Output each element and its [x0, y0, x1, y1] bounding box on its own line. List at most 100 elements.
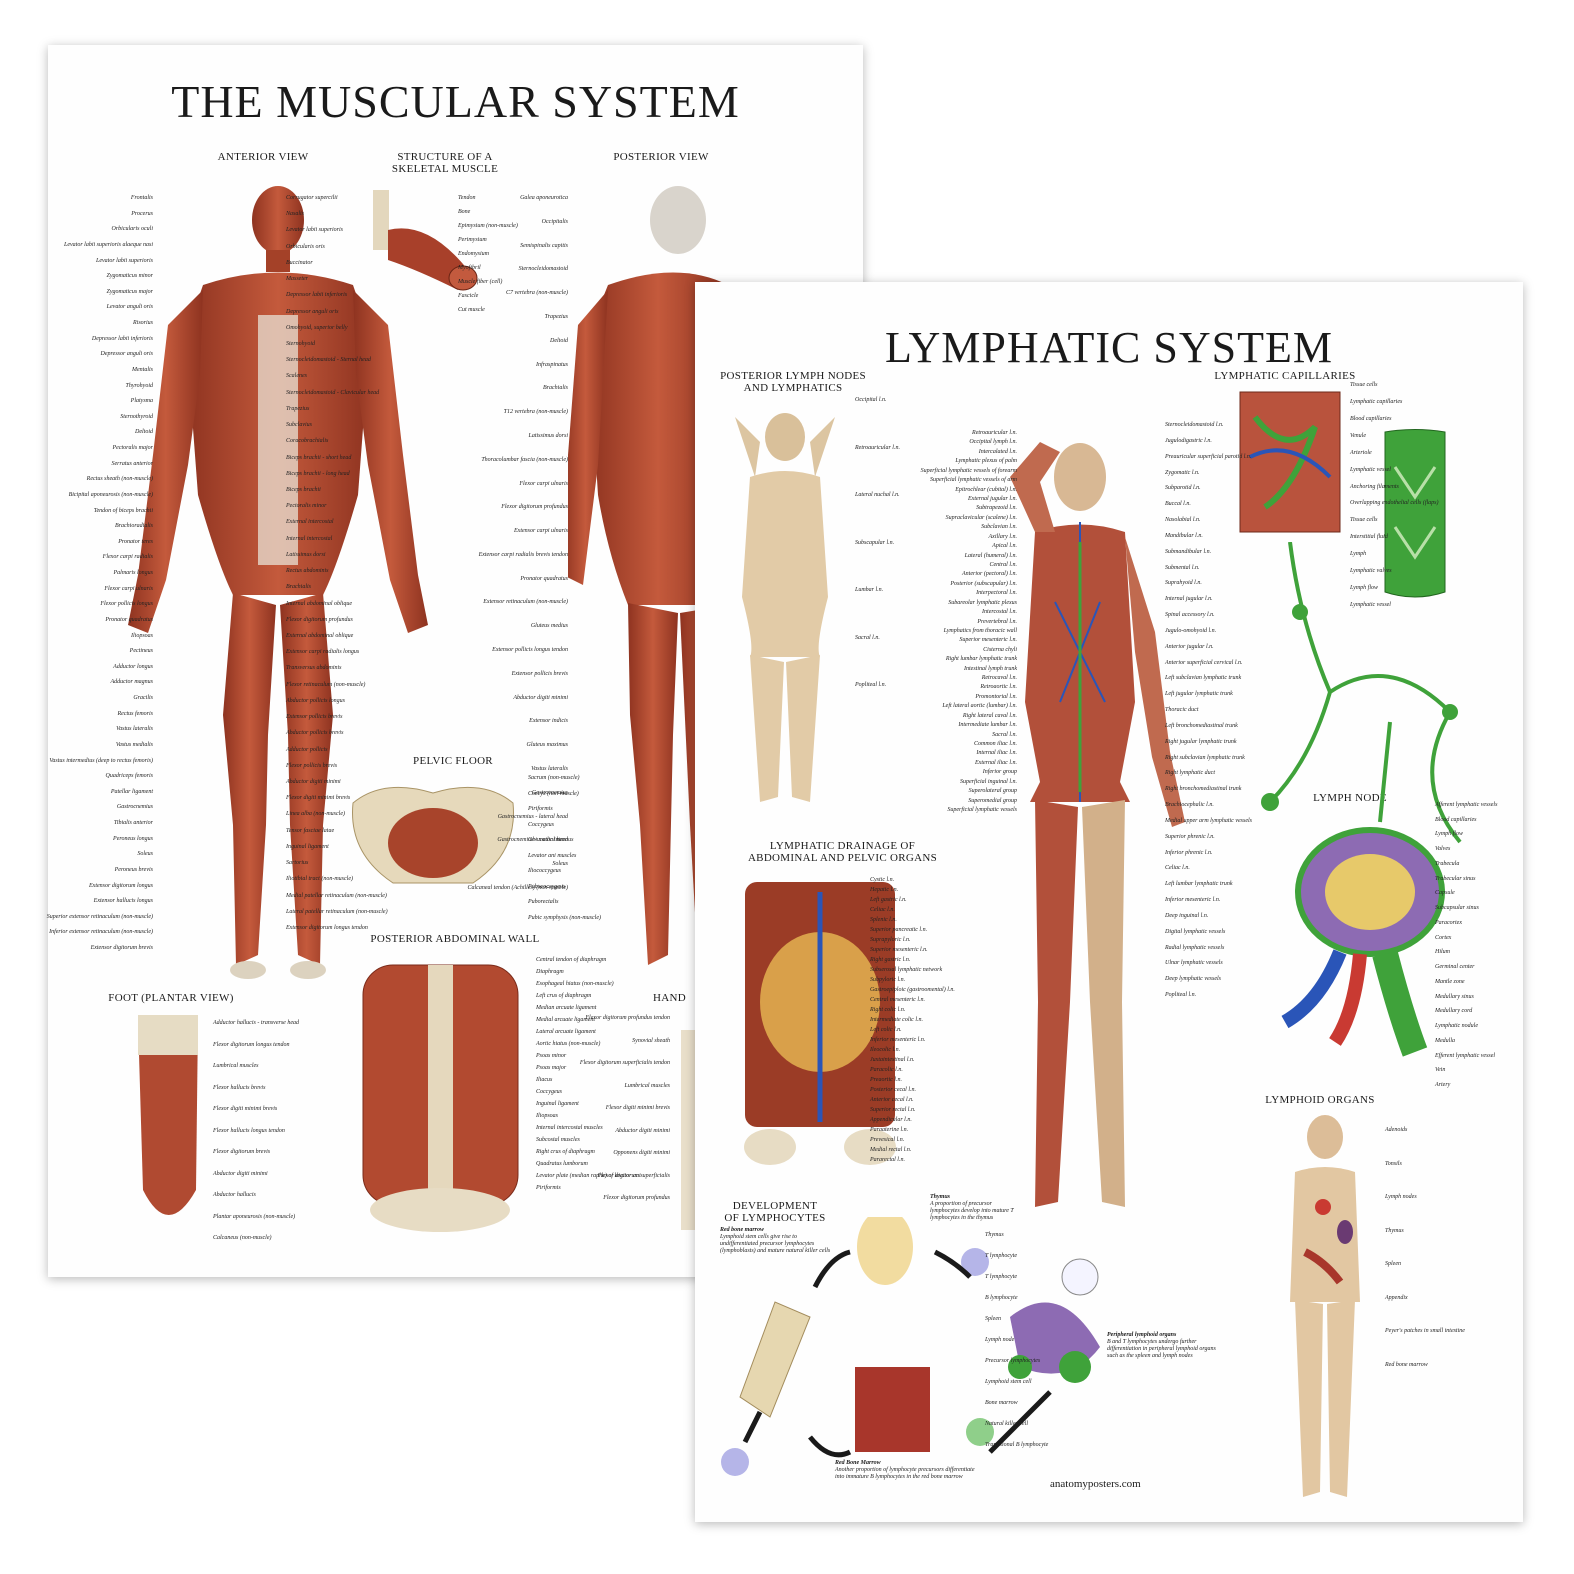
label: Right colic l.n.: [870, 1007, 906, 1013]
label: Lymphatics from thoracic wall: [943, 628, 1017, 634]
label: Blood capillaries: [1350, 416, 1392, 422]
label: Inguinal ligament: [536, 1101, 579, 1107]
label: Submental l.n.: [1165, 565, 1200, 571]
label: Pararectal l.n.: [870, 1157, 905, 1163]
label: Patellar ligament: [110, 789, 153, 795]
anterior-view-heading: ANTERIOR VIEW: [217, 151, 309, 163]
hand-heading: HAND: [653, 992, 686, 1004]
label: Psoas major: [536, 1065, 567, 1071]
label: Flexor pollicis longus: [100, 601, 153, 607]
label: Blood capillaries: [1435, 817, 1477, 823]
label: Palmaris longus: [113, 570, 153, 576]
label: Cystic l.n.: [870, 877, 895, 883]
label: Subcapsular sinus: [1435, 905, 1479, 911]
label: Left jugular lymphatic trunk: [1165, 691, 1233, 697]
label: Thoracolumbar fascia (non-muscle): [481, 457, 568, 463]
label: Depressor labii inferioris: [91, 336, 153, 342]
label: Medulla: [1435, 1038, 1455, 1044]
label: Omohyoid, superior belly: [286, 325, 348, 331]
label: Scalenes: [286, 373, 307, 379]
label: Medullary cord: [1435, 1008, 1473, 1014]
development-heading-line1: DEVELOPMENT: [732, 1200, 818, 1212]
label: Occipital l.n.: [855, 397, 887, 403]
label: Extensor carpi radialis longus: [286, 649, 360, 655]
posterior-muscle-figure: [568, 186, 728, 965]
peripheral-text: B and T lymphocytes undergo further diff…: [1107, 1339, 1216, 1359]
label: Flexor hallucis brevis: [213, 1085, 266, 1091]
label: Nasalis: [286, 211, 305, 217]
label: Lymph nodes: [1385, 1194, 1417, 1200]
label: Spleen: [985, 1316, 1001, 1322]
label: Medial rectal l.n.: [870, 1147, 912, 1153]
label: Trabecula: [1435, 861, 1460, 867]
label: Depressor labii inferioris: [286, 292, 348, 298]
label: Prevertebral l.n.: [977, 619, 1017, 625]
label: Deep lymphatic vessels: [1165, 976, 1221, 982]
label: Popliteal l.n.: [1165, 992, 1197, 998]
label: Intestinal lymph trunk: [964, 666, 1017, 672]
label: Adenoids: [1385, 1127, 1408, 1133]
label: Epitrochlear (cubital) l.n.: [955, 487, 1017, 493]
label: Anterior (pectoral) l.n.: [962, 571, 1017, 577]
label: Extensor digitorum longus tendon: [286, 925, 368, 931]
label: Trapezius: [286, 406, 310, 412]
label: Latissimus dorsi: [286, 552, 326, 558]
label: Transitional B lymphocyte: [985, 1442, 1049, 1448]
lymphatic-title: LYMPHATIC SYSTEM: [885, 323, 1333, 372]
label: Pronator quadratus: [105, 617, 153, 623]
label: Lumbar l.n.: [855, 587, 884, 593]
red-marrow-title: Red bone marrow: [720, 1227, 765, 1233]
label: Abductor digiti minimi: [286, 779, 341, 785]
label: Rectus sheath (non-muscle): [86, 476, 153, 482]
lymph-node-figure: [1261, 542, 1462, 1057]
label: Adductor magnus: [110, 679, 154, 685]
label: C7 vertebra (non-muscle): [506, 290, 568, 296]
label: Lumbrical muscles: [213, 1063, 259, 1069]
label: Lumbrical muscles: [624, 1083, 671, 1089]
label: Epimysium (non-muscle): [458, 223, 518, 229]
label: Serratus anterior: [111, 461, 153, 467]
label: Right lumbar lymphatic trunk: [945, 656, 1017, 662]
foot-figure: [138, 1015, 198, 1215]
label: Flexor digitorum longus tendon: [213, 1042, 290, 1048]
label: Lateral patellar retinaculum (non-muscle…: [286, 909, 388, 915]
label: Biceps brachii - short head: [286, 455, 352, 461]
label: T lymphocyte: [985, 1253, 1018, 1259]
label: Flexor digitorum profundus: [501, 504, 568, 510]
label: Supraclavicular (scalene) l.n.: [945, 515, 1017, 521]
label: Left bronchomediastinal trunk: [1165, 723, 1238, 729]
label: Splenic l.n.: [870, 917, 897, 923]
structure-heading-line1: STRUCTURE OF A: [397, 151, 493, 163]
peripheral-title: Peripheral lymphoid organs: [1107, 1332, 1177, 1338]
label: Lymphoid stem cell: [985, 1379, 1032, 1385]
label: Jugulo-omohyoid l.n.: [1165, 628, 1217, 634]
label: Pectineus: [129, 648, 153, 654]
label: Thoracic duct: [1165, 707, 1199, 713]
label: Intermediate lumbar l.n.: [958, 722, 1017, 728]
label: Submandibular l.n.: [1165, 549, 1212, 555]
label: Tissue cells: [1350, 517, 1378, 523]
label: Linea alba (non-muscle): [286, 811, 345, 817]
label: Adductor hallucis - transverse head: [213, 1020, 299, 1026]
label: Iliococcygeus: [528, 868, 561, 874]
label: Celiac l.n.: [870, 907, 895, 913]
lymph-node-heading: LYMPH NODE: [1313, 792, 1387, 804]
label: Left crus of diaphragm: [536, 993, 592, 999]
label: B lymphocyte: [985, 1295, 1018, 1301]
label: Intercalated l.n.: [978, 449, 1017, 455]
label: Capsule: [1435, 890, 1455, 896]
label: Lymphatic plexus of palm: [955, 458, 1017, 464]
label: Internal abdominal oblique: [286, 601, 352, 607]
label: Internal intercostal muscles: [536, 1125, 603, 1131]
label: Abductor pollicis brevis: [286, 730, 344, 736]
label: Flexor digiti minimi brevis: [213, 1106, 278, 1112]
label: Soleus: [137, 851, 153, 857]
label: Paracortex: [1435, 920, 1462, 926]
label: Bone: [458, 209, 471, 215]
label: Overlapping endothelial cells (flaps): [1350, 500, 1439, 506]
label: Subtrapezoid l.n.: [976, 505, 1017, 511]
label: Flexor carpi radialis: [102, 554, 153, 560]
label: Procerus: [131, 211, 153, 217]
pelvic-floor-heading: PELVIC FLOOR: [413, 755, 493, 767]
label: Venule: [1350, 433, 1366, 439]
